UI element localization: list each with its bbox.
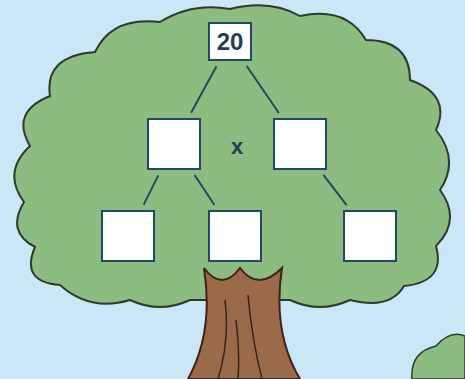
branch-line [191, 66, 216, 112]
factor-box: 20 [208, 22, 252, 61]
tree-trunk [188, 268, 300, 379]
branch-line [247, 66, 279, 113]
factor-box [101, 210, 155, 262]
branch-line [144, 175, 159, 204]
branch-line [323, 175, 346, 205]
tree-canopy [14, 5, 450, 307]
branch-line [195, 175, 215, 205]
factor-box [273, 118, 327, 170]
bush [412, 334, 465, 379]
factor-box [343, 210, 397, 262]
factor-number: 20 [217, 30, 244, 54]
trunk-lines [218, 295, 262, 379]
factor-box [208, 210, 262, 262]
factor-box [147, 118, 201, 170]
multiply-sign: x [231, 136, 243, 158]
